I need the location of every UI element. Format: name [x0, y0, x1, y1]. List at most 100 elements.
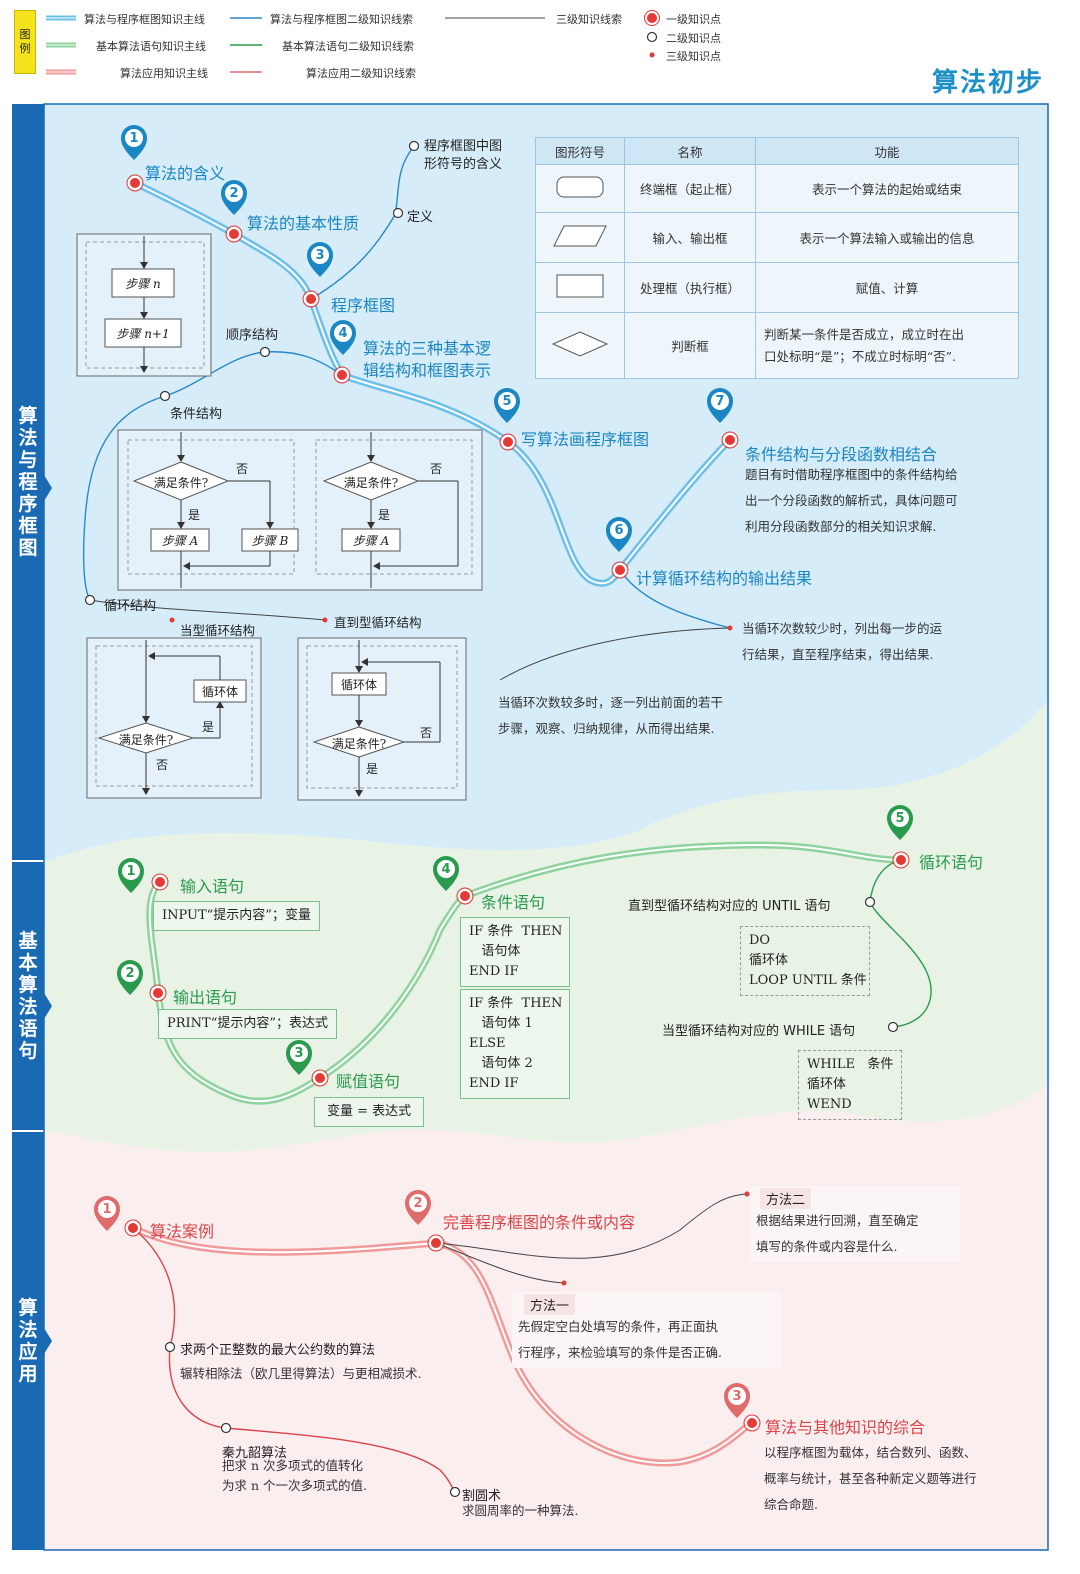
cond1-step-a: 步骤 A — [161, 534, 199, 548]
blue-kp1: 算法的含义 — [145, 164, 226, 183]
symbol-table: 图形符号 名称 功能 终端框（起止框） 表示一个算法的起始或结束 输入、输出框 … — [535, 137, 1019, 379]
table-header-name: 名称 — [624, 137, 756, 165]
legend-blue-second: 算法与程序框图二级知识线索 — [270, 13, 413, 26]
pi-desc: 求圆周率的一种算法. — [462, 1503, 579, 1518]
while-yes: 是 — [202, 720, 215, 734]
blue-kp2: 算法的基本性质 — [247, 214, 360, 233]
legend-pt1: 一级知识点 — [666, 13, 721, 26]
method2-label: 方法二 — [760, 1188, 812, 1209]
loop-label: 循环结构 — [104, 599, 157, 614]
red-kp3: 算法与其他知识的综合 — [765, 1418, 926, 1437]
table-header-symbol: 图形符号 — [535, 137, 625, 165]
until-yes: 是 — [366, 762, 379, 776]
loop-few-desc: 当循环次数较少时，列出每一步的运 行结果，直至程序结束，得出结果. — [742, 621, 943, 662]
green-kp4: 条件语句 — [481, 893, 546, 912]
svg-text:5: 5 — [502, 394, 511, 409]
page-title: 算法初步 — [932, 68, 1045, 98]
blue-pin-3-icon: 3 — [307, 242, 333, 277]
blue-kp7: 条件结构与分段函数相结合 — [745, 445, 938, 464]
green-pin-1-icon: 1 — [118, 858, 144, 893]
cond1-yes: 是 — [188, 508, 201, 522]
terminal-symbol-icon — [535, 164, 625, 213]
method1-label: 方法一 — [524, 1294, 576, 1315]
while-statement-code: WHILE 条件 循环体 WEND — [798, 1050, 902, 1120]
svg-text:3: 3 — [732, 1389, 741, 1404]
red-kp3-desc: 以程序框图为载体，结合数列、函数、 概率与统计，甚至各种新定义题等进行 综合命题… — [764, 1445, 977, 1512]
green-kp1: 输入语句 — [180, 877, 245, 896]
red-pin-1-icon: 1 — [94, 1196, 120, 1231]
legend-point1-icon — [645, 11, 659, 25]
while-loop-label: 当型循环结构 — [180, 623, 256, 638]
table-row: 输入、输出框 表示一个算法输入或输出的信息 — [535, 212, 1019, 263]
blue-kp7-desc: 题目有时借助程序框图中的条件结构给 出一个分段函数的解析式，具体问题可 利用分段… — [745, 467, 958, 534]
condition-structure-diagram — [117, 429, 483, 591]
blue-pin-6-icon: 6 — [606, 517, 632, 552]
blue-pin-1-icon: 1 — [121, 125, 147, 160]
legend-pt2: 二级知识点 — [666, 32, 721, 45]
process-symbol-icon — [535, 262, 625, 313]
legend-red-second: 算法应用二级知识线索 — [306, 67, 416, 80]
legend-green-second: 基本算法语句二级知识线索 — [282, 40, 414, 53]
table-header-function: 功能 — [755, 137, 1019, 165]
if-else-code: IF 条件 THEN 语句体 1 ELSE 语句体 2 END IF — [460, 989, 570, 1099]
blue-kp5: 写算法画程序框图 — [521, 430, 650, 449]
seq-step-n: 步骤 n — [125, 277, 161, 291]
red-kp1: 算法案例 — [150, 1222, 215, 1241]
svg-text:2: 2 — [413, 1196, 422, 1211]
level1-points — [124, 174, 910, 1432]
green-pin-2-icon: 2 — [117, 960, 143, 995]
while-question: 满足条件? — [118, 733, 174, 747]
green-pin-4-icon: 4 — [433, 856, 459, 891]
method1-box: 方法一 先假定空白处填写的条件，再正面执 行程序，来检验填写的条件是否正确. — [512, 1292, 782, 1368]
svg-text:7: 7 — [715, 394, 724, 409]
red-kp2: 完善程序框图的条件或内容 — [443, 1213, 636, 1232]
svg-text:3: 3 — [294, 1046, 303, 1061]
legend: 图例 算法与程序框图知识主线 算法与程序框图二级知识线索 三级知识线索 基本算法… — [0, 0, 1080, 100]
legend-point3-icon — [649, 52, 655, 58]
red-second-lines — [132, 1227, 456, 1493]
method2-box: 方法二 根据结果进行回溯，直至确定 填写的条件或内容是什么. — [750, 1186, 960, 1262]
legend-tag: 图例 — [14, 10, 36, 74]
cond2-question: 满足条件? — [343, 476, 399, 490]
until-loop-diagram — [297, 637, 467, 801]
if-then-code: IF 条件 THEN 语句体 END IF — [460, 917, 570, 987]
until-loop-body: 循环体 — [340, 678, 377, 692]
green-pin-3-icon: 3 — [286, 1040, 312, 1075]
section-arrows — [44, 475, 52, 1354]
svg-text:4: 4 — [338, 326, 347, 341]
assign-statement-code: 变量 = 表达式 — [314, 1097, 425, 1127]
svg-text:5: 5 — [895, 811, 904, 826]
blue-pin-4-icon: 4 — [330, 320, 356, 355]
svg-text:4: 4 — [441, 862, 450, 877]
table-row: 判断框 判断某一条件是否成立，成立时在出 口处标明“是”；不成立时标明“否”. — [535, 312, 1019, 379]
while-no: 否 — [156, 758, 169, 772]
cond1-step-b: 步骤 B — [251, 534, 289, 548]
output-statement-code: PRINT“提示内容”；表达式 — [158, 1009, 338, 1039]
blue-pin-5-icon: 5 — [494, 388, 520, 423]
green-second-line — [869, 859, 932, 1028]
gcd-desc: 辗转相除法（欧几里得算法）与更相减损术. — [180, 1366, 422, 1381]
until-question: 满足条件? — [331, 737, 387, 751]
green-pin-5-icon: 5 — [887, 805, 913, 840]
red-pin-2-icon: 2 — [405, 1190, 431, 1225]
blue-kp4: 算法的三种基本逻辑结构和框图表示 — [363, 339, 492, 380]
legend-third: 三级知识线索 — [556, 13, 622, 26]
frame-meaning-label: 程序框图中图形符号的含义 — [424, 139, 503, 172]
sequence-label: 顺序结构 — [226, 328, 279, 343]
legend-lines — [46, 10, 660, 75]
io-symbol-icon — [535, 212, 625, 263]
legend-blue-main: 算法与程序框图知识主线 — [84, 13, 205, 26]
legend-green-main: 基本算法语句知识主线 — [96, 40, 206, 53]
svg-text:1: 1 — [129, 131, 138, 146]
blue-kp6: 计算循环结构的输出结果 — [636, 569, 813, 588]
legend-pt3: 三级知识点 — [666, 50, 721, 63]
decision-symbol-icon — [535, 312, 625, 379]
section-label-algorithm-flowchart: 算法与程序框图 — [12, 104, 44, 860]
legend-red-main: 算法应用知识主线 — [120, 67, 208, 80]
until-statement-label: 直到型循环结构对应的 UNTIL 语句 — [628, 899, 831, 914]
cond1-question: 满足条件? — [153, 476, 209, 490]
cond2-step-a: 步骤 A — [352, 534, 390, 548]
svg-text:3: 3 — [315, 248, 324, 263]
cond2-no: 否 — [430, 462, 443, 476]
